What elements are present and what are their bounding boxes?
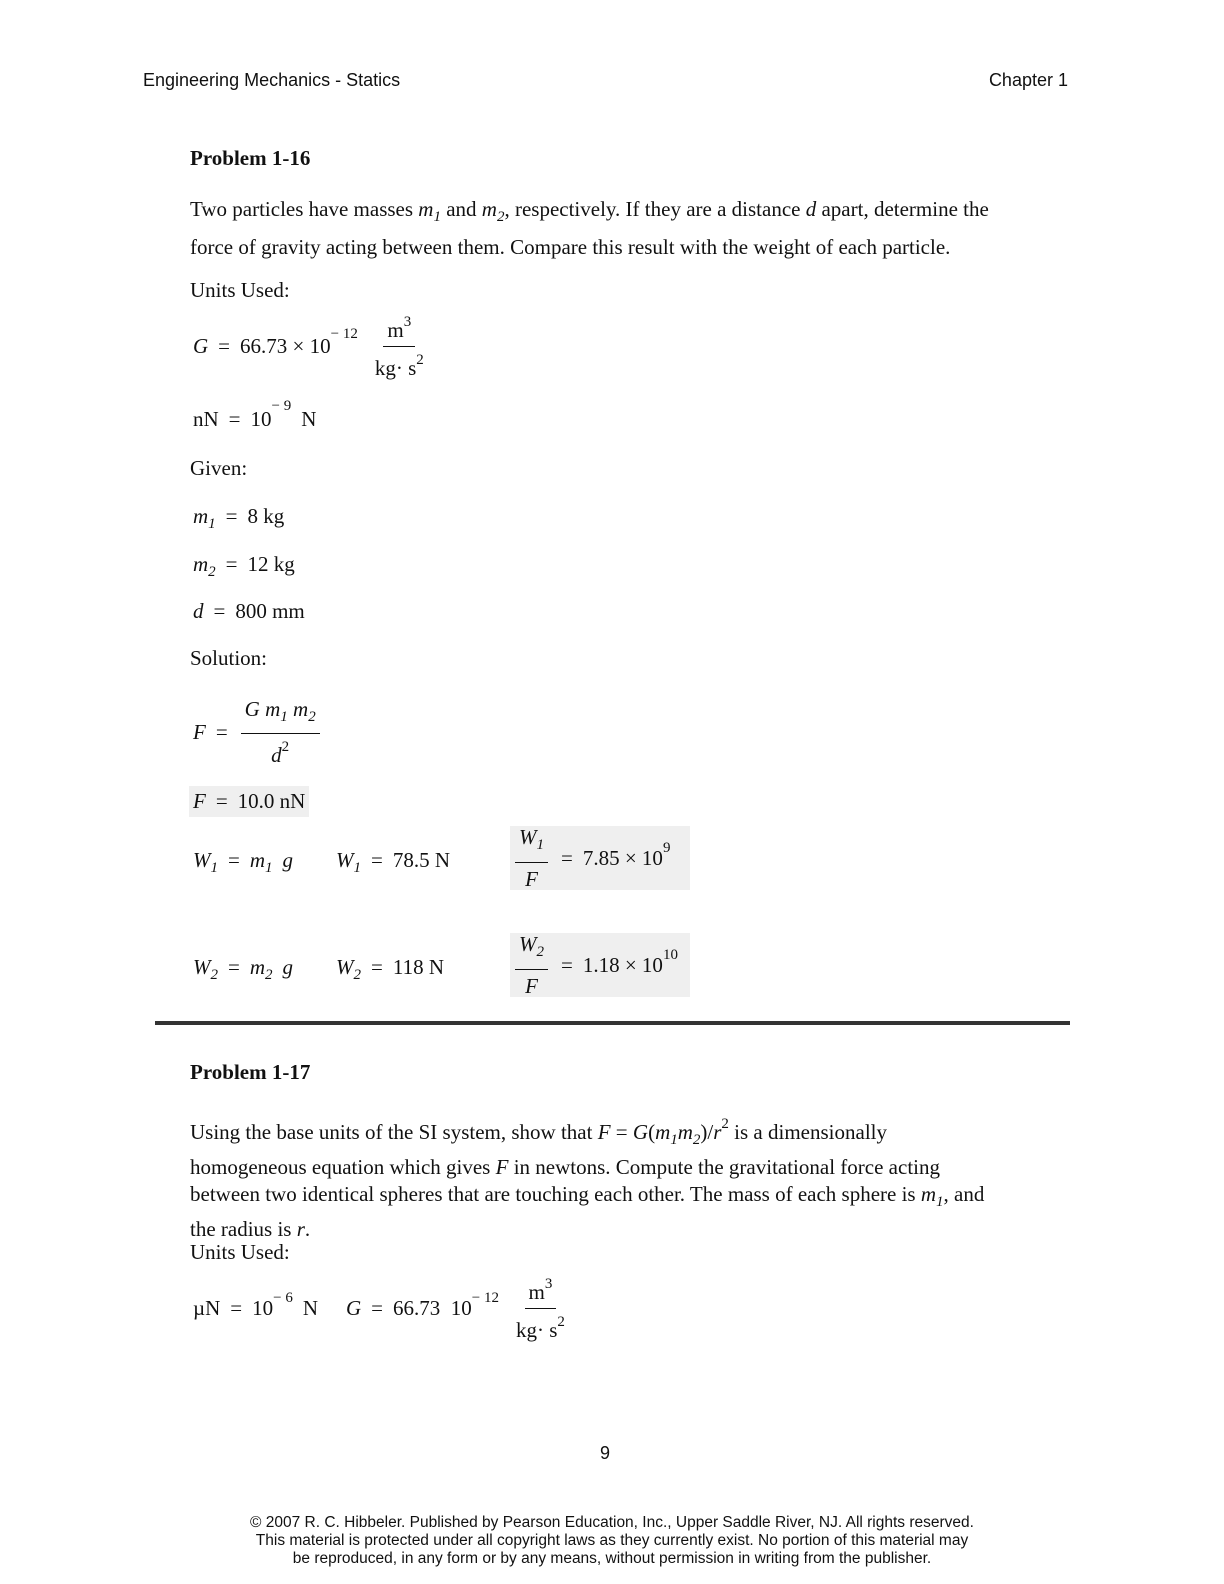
given-mass-1: m1=8 kg <box>193 504 285 533</box>
copyright-footer: © 2007 R. C. Hibbeler. Published by Pear… <box>0 1514 1224 1568</box>
section-divider <box>155 1021 1070 1025</box>
problem-16-title: Problem 1-16 <box>190 146 311 170</box>
given-mass-2: m2=12 kg <box>193 552 295 581</box>
copyright-line-2: This material is protected under all cop… <box>255 1532 969 1549</box>
copyright-line-1: © 2007 R. C. Hibbeler. Published by Pear… <box>250 1514 974 1531</box>
problem-16-statement: Two particles have masses m1 and m2, res… <box>190 197 989 260</box>
solution-label: Solution: <box>190 646 268 670</box>
given-label: Given: <box>190 456 248 480</box>
running-header-title: Engineering Mechanics - Statics <box>143 70 401 90</box>
problem-17-statement: Using the base units of the SI system, s… <box>190 1116 985 1242</box>
weight-2-value: W2=118 N <box>336 955 444 984</box>
weight-1-value: W1=78.5 N <box>336 848 451 877</box>
nanonewton-equation: nN=10− 9N <box>193 398 317 431</box>
units-used-label-17: Units Used: <box>190 1240 290 1264</box>
running-header-chapter: Chapter 1 <box>988 70 1068 90</box>
force-result: F=10.0 nN <box>189 786 310 817</box>
problem-17-title: Problem 1-17 <box>190 1060 311 1084</box>
page-number: 9 <box>600 1443 611 1463</box>
given-distance: d=800 mm <box>193 599 305 623</box>
units-used-label: Units Used: <box>190 278 290 302</box>
copyright-line-3: be reproduced, in any form or by any mea… <box>292 1550 932 1567</box>
